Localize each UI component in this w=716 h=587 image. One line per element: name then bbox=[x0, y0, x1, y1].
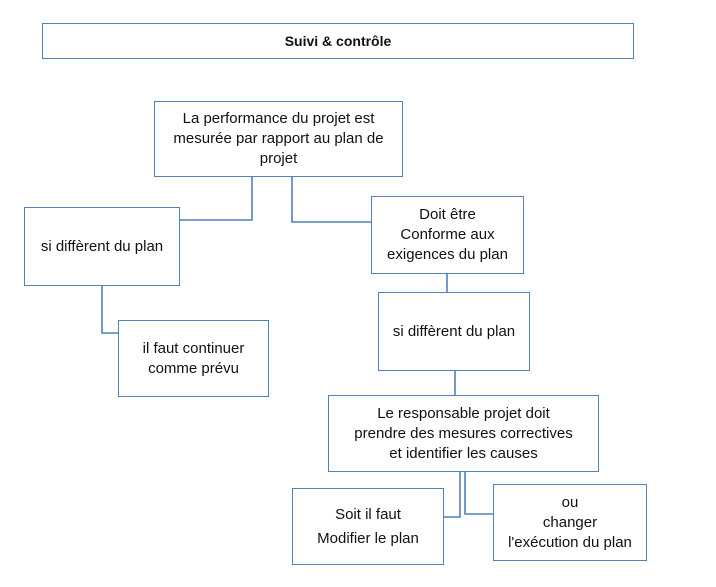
option-change-line-2: changer bbox=[542, 513, 598, 531]
root-line-1: La performance du projet est bbox=[182, 110, 375, 127]
responsible-line-3: et identifier les causes bbox=[389, 444, 538, 462]
option-modify-node: Soit il faut Modifier le plan bbox=[292, 488, 444, 565]
connector-responsible-to-modify bbox=[444, 471, 461, 518]
root-line-2: mesurée par rapport au plan de bbox=[173, 130, 384, 147]
option-change-line-3: l'exécution du plan bbox=[508, 533, 632, 551]
connector-root-to-left bbox=[180, 176, 253, 221]
root-node: La performance du projet est mesurée par… bbox=[154, 101, 403, 177]
responsible-line-1: Le responsable projet doit bbox=[377, 404, 550, 422]
left-action-node: il faut continuer comme prévu bbox=[118, 320, 269, 397]
right-requirement-node: Doit être Conforme aux exigences du plan bbox=[371, 196, 524, 274]
right-condition-node: si diffèrent du plan bbox=[378, 292, 530, 371]
left-action-line-2: comme prévu bbox=[148, 359, 239, 377]
left-condition-node: si diffèrent du plan bbox=[24, 207, 180, 286]
option-modify-line-1: Soit il faut bbox=[335, 505, 401, 523]
root-line-3: projet bbox=[259, 150, 298, 167]
title-text: Suivi & contrôle bbox=[284, 33, 392, 49]
left-condition-text: si diffèrent du plan bbox=[40, 237, 164, 255]
connector-left-condition-to-action bbox=[101, 286, 118, 334]
responsible-node: Le responsable projet doit prendre des m… bbox=[328, 395, 599, 472]
option-change-line-1: ou bbox=[561, 493, 579, 511]
right-requirement-line-2: Conforme aux bbox=[400, 226, 495, 243]
right-condition-text: si diffèrent du plan bbox=[392, 322, 516, 340]
connector-responsible-to-change bbox=[464, 471, 493, 515]
option-change-node: ou changer l'exécution du plan bbox=[493, 484, 647, 561]
left-action-line-1: il faut continuer bbox=[142, 339, 245, 357]
right-requirement-line-1: Doit être bbox=[419, 206, 476, 223]
option-modify-line-2: Modifier le plan bbox=[317, 529, 419, 547]
connector-root-to-right bbox=[291, 176, 371, 223]
responsible-line-2: prendre des mesures correctives bbox=[354, 424, 573, 442]
title-box: Suivi & contrôle bbox=[42, 23, 634, 59]
right-requirement-line-3: exigences du plan bbox=[387, 246, 508, 263]
